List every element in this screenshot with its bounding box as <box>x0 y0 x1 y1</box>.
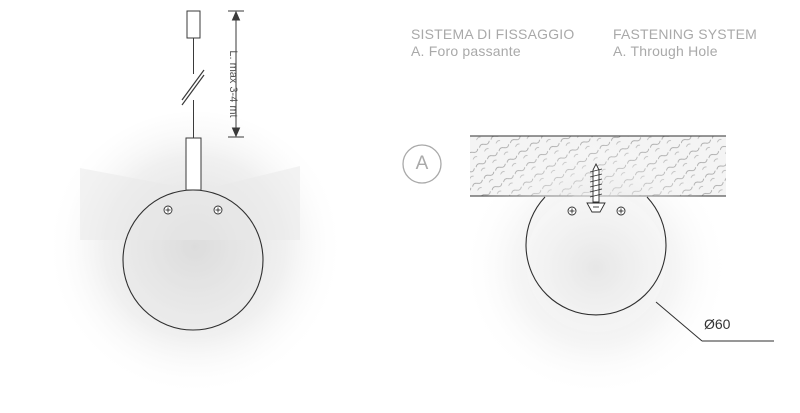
english-heading: FASTENING SYSTEM <box>613 26 757 42</box>
mount-badge <box>402 144 442 184</box>
suspension-cable <box>181 10 205 191</box>
italian-heading: SISTEMA DI FISSAGGIO <box>411 26 575 42</box>
mount-badge-letter: A <box>415 153 429 174</box>
screw-icon <box>163 205 173 215</box>
lamp-stem <box>185 137 202 191</box>
screw-icon <box>616 206 626 216</box>
fastening-title-italian: SISTEMA DI FISSAGGIO A. Foro passante <box>411 26 574 60</box>
cable-length-label: L. max 3-4 mt <box>227 50 239 118</box>
screw-icon <box>213 205 223 215</box>
length-dimension <box>228 10 244 138</box>
english-subheading: A. Through Hole <box>613 43 718 59</box>
lamp-sphere-left <box>122 189 264 331</box>
right-shadow <box>461 138 731 398</box>
fastening-title-english: FASTENING SYSTEM A. Through Hole <box>613 26 757 60</box>
diameter-label: Ø60 <box>704 316 731 332</box>
screw-icon <box>567 206 577 216</box>
ceiling-cap <box>186 10 201 39</box>
wood-screw-icon <box>586 162 606 213</box>
left-shadow <box>45 112 345 412</box>
lamp-sphere-right <box>525 192 667 332</box>
diameter-leader <box>655 301 774 342</box>
italian-subheading: A. Foro passante <box>411 43 521 59</box>
